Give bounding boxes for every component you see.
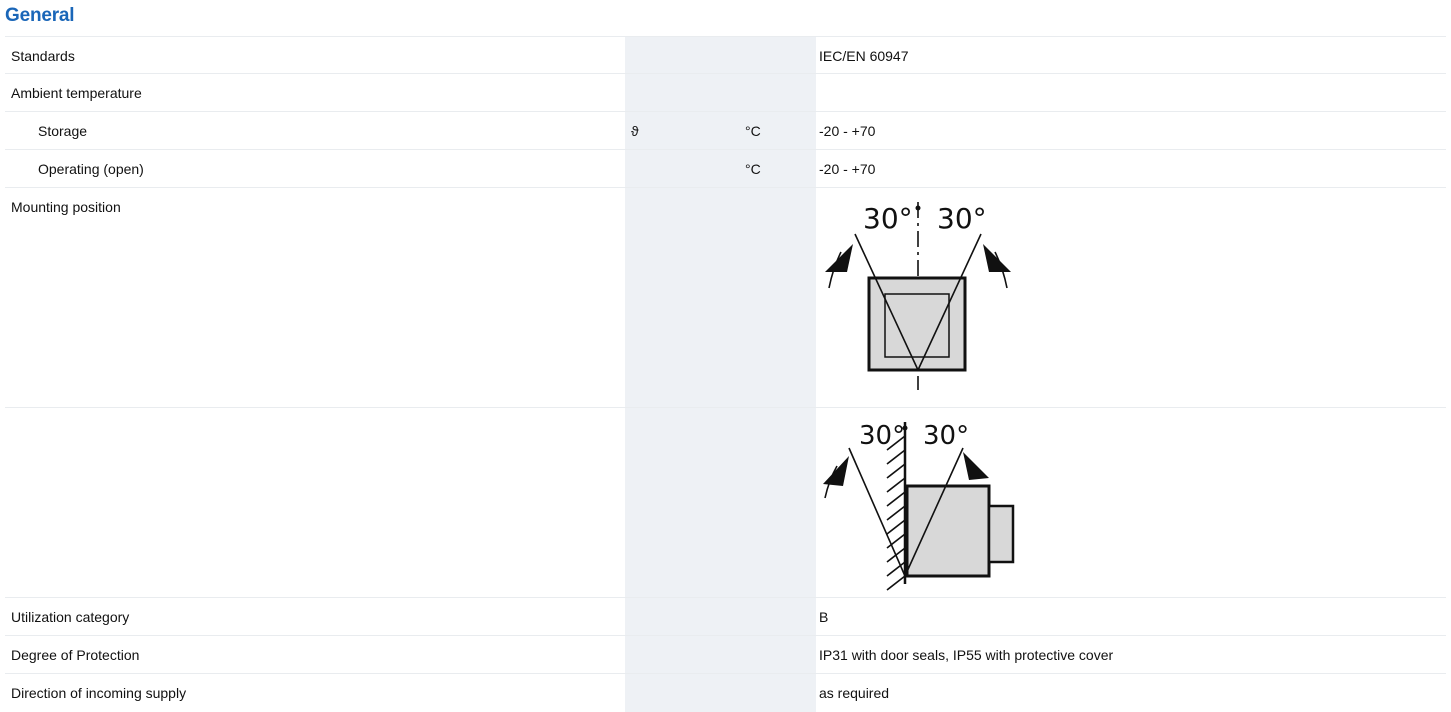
row-symbol: [625, 636, 740, 673]
row-symbol: [625, 674, 740, 712]
row-value: -20 - +70: [819, 123, 876, 139]
row-value: IEC/EN 60947: [819, 48, 909, 64]
row-label: Storage: [38, 123, 88, 139]
row-unit: [740, 408, 816, 597]
mounting-front-diagram: 30° 30°: [825, 202, 1011, 390]
row-unit: °C: [740, 150, 816, 187]
row-label: Ambient temperature: [11, 85, 142, 101]
row-unit: [740, 636, 816, 673]
specs-table: Standards IEC/EN 60947 Ambient temperatu…: [5, 36, 1446, 712]
spec-row-utilization-category: Utilization category B: [5, 598, 1446, 636]
row-value: [816, 74, 1446, 111]
row-label: Utilization category: [11, 609, 130, 625]
section-title: General: [5, 5, 75, 26]
row-value: IP31 with door seals, IP55 with protecti…: [819, 647, 1114, 663]
row-unit: [740, 37, 816, 73]
row-label: Mounting position: [11, 199, 121, 215]
row-value: as required: [819, 685, 890, 701]
row-symbol: [625, 408, 740, 597]
spec-row-mounting-position: Mounting position 30° 30°: [5, 188, 1446, 408]
side-right-angle-label: 30°: [923, 421, 969, 451]
mounting-side-diagram: 30° 30°: [823, 421, 1015, 591]
row-unit: [740, 74, 816, 111]
row-symbol: [625, 37, 740, 73]
side-left-angle-label: 30°: [859, 421, 905, 451]
row-symbol: [625, 188, 740, 407]
front-left-angle-label: 30°: [863, 202, 913, 235]
row-unit: °C: [740, 112, 816, 149]
spec-row-operating-open: Operating (open) °C -20 - +70: [5, 150, 1446, 188]
row-value: B: [819, 609, 829, 625]
row-label: Standards: [11, 48, 75, 64]
row-unit: [740, 598, 816, 635]
spec-row-ambient-temperature: Ambient temperature: [5, 74, 1446, 112]
row-unit: [740, 188, 816, 407]
spec-row-degree-of-protection: Degree of Protection IP31 with door seal…: [5, 636, 1446, 674]
row-label: Direction of incoming supply: [11, 685, 187, 701]
row-symbol: [625, 598, 740, 635]
row-label: Degree of Protection: [11, 647, 140, 663]
row-unit: [740, 674, 816, 712]
spec-row-storage: Storage ϑ °C -20 - +70: [5, 112, 1446, 150]
spec-row-standards: Standards IEC/EN 60947: [5, 36, 1446, 74]
row-label: [5, 408, 625, 597]
front-right-angle-label: 30°: [937, 202, 987, 235]
row-label: Operating (open): [38, 161, 144, 177]
row-symbol: ϑ: [625, 112, 740, 149]
spec-row-direction-of-incoming-supply: Direction of incoming supply as required: [5, 674, 1446, 712]
row-symbol: [625, 150, 740, 187]
row-symbol: [625, 74, 740, 111]
spec-row-mounting-position-side: 30° 30°: [5, 408, 1446, 598]
row-value: -20 - +70: [819, 161, 876, 177]
